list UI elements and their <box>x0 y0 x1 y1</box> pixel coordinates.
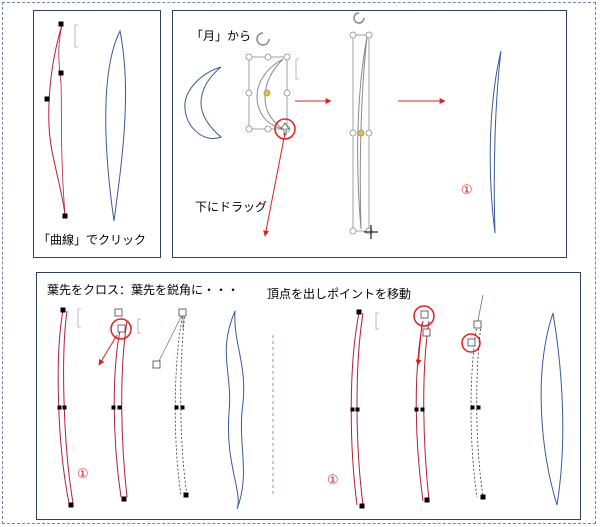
anchor-point-icon <box>58 21 64 27</box>
selection-bracket-icon <box>74 24 78 48</box>
panel-moon: 「月」から 下にドラッグ ① <box>172 10 567 258</box>
anchor-point-icon <box>424 497 430 503</box>
leaf-curve-6 <box>470 324 484 498</box>
leaf-canvas <box>57 294 564 510</box>
from-moon-label: 「月」から <box>191 29 252 43</box>
drag-start-circle <box>274 118 296 140</box>
anchor-point-icon <box>183 492 189 498</box>
vertex-move-label: 頂点を出しポイントを移動 <box>267 287 412 301</box>
tip-highlight-circle <box>461 333 481 353</box>
control-line <box>156 312 184 366</box>
anchor-point-icon <box>58 70 64 76</box>
selection-bracket-icon <box>77 308 81 328</box>
leaf-curve-3 <box>174 312 188 496</box>
anchor-point-icon <box>420 407 425 412</box>
anchor-point-icon <box>62 213 68 219</box>
step-number-right: ① <box>327 473 339 488</box>
selection-bracket-icon <box>295 58 299 80</box>
drag-arrow <box>263 132 286 237</box>
anchor-point-icon <box>68 502 74 508</box>
cross-tip-label: 葉先をクロス：葉先を鋭角に・・・ <box>47 283 240 297</box>
stretched-moon-shape <box>357 36 368 230</box>
adjust-handle <box>357 129 365 137</box>
anchor-point-icon <box>121 496 127 502</box>
anchor-point-icon <box>476 405 481 410</box>
blue-leaf-curve <box>105 29 127 222</box>
anchor-point-icon <box>117 405 122 410</box>
step-number-left: ① <box>77 467 89 482</box>
curve-caption: 「曲線」でクリック <box>38 233 147 247</box>
anchor-point-icon <box>355 407 360 412</box>
anchor-point-icon <box>180 405 185 410</box>
tip-drag-arrow <box>98 334 118 366</box>
adjust-handle <box>263 89 271 97</box>
control-handle-box <box>152 360 161 369</box>
tip-highlight-circle <box>110 318 132 340</box>
anchor-point-icon <box>480 494 486 500</box>
red-curve <box>48 24 66 217</box>
anchor-point-icon <box>359 503 365 509</box>
leaf-curve-1 <box>57 310 74 504</box>
anchor-point-icon <box>356 309 362 315</box>
stretched-handles <box>349 31 373 235</box>
red-curve-inner <box>58 24 66 217</box>
control-line <box>476 294 484 326</box>
blue-sliver-shape <box>489 50 502 234</box>
anchor-point-icon <box>350 407 355 412</box>
control-handle-box <box>178 308 187 317</box>
anchor-point-icon <box>414 407 419 412</box>
move-cross-icon <box>364 225 378 239</box>
anchor-point-icon <box>44 96 50 102</box>
moon-shape <box>184 66 222 139</box>
tip-highlight-circle <box>413 305 435 327</box>
anchor-point-icon <box>470 405 475 410</box>
rotate-handle-icon <box>256 32 270 46</box>
hand-cursor-icon <box>280 122 290 136</box>
anchor-point-icon <box>62 405 67 410</box>
rotate-handle-icon <box>353 12 365 24</box>
anchor-point-icon <box>174 405 179 410</box>
curve-canvas <box>44 21 127 222</box>
drag-down-label: 下にドラッグ <box>195 200 268 214</box>
anchor-point-icon <box>57 405 62 410</box>
step-number: ① <box>461 183 473 198</box>
panel-curve: 「曲線」でクリック <box>33 10 161 258</box>
control-handle-box <box>422 328 431 337</box>
tip-drag-arrow <box>415 322 423 366</box>
blue-leaf-curve <box>540 312 564 506</box>
anchor-point-icon <box>60 307 66 313</box>
blue-leaf-curve <box>225 310 245 510</box>
control-handle-box <box>117 324 126 333</box>
moon-canvas <box>184 12 502 239</box>
control-handle-box <box>467 338 476 347</box>
control-handle-box <box>114 308 123 317</box>
control-handle-box <box>473 320 482 329</box>
leaf-curve-4 <box>350 312 364 506</box>
control-handle-box <box>420 310 429 319</box>
selection-bracket-icon <box>137 318 141 334</box>
anchor-point-icon <box>111 405 116 410</box>
panel-leaf: 葉先をクロス：葉先を鋭角に・・・ 頂点を出しポイントを移動 ① ① <box>36 272 581 520</box>
selection-bracket-icon <box>375 312 379 330</box>
